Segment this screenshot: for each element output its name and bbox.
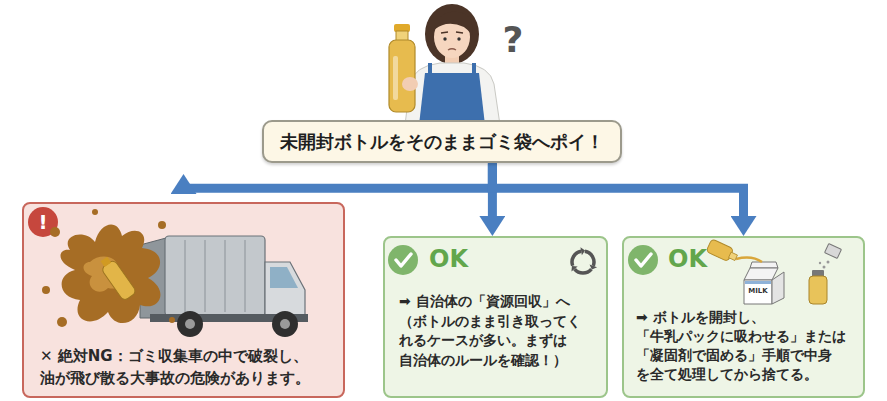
pouring-bottle	[706, 239, 734, 262]
garbage-truck	[270, 267, 298, 288]
recycle-icon	[569, 260, 591, 280]
oil-splash	[50, 227, 60, 237]
garbage-truck	[140, 238, 166, 318]
garbage-truck	[265, 262, 305, 318]
oil-splash	[42, 286, 50, 294]
milk-carton	[744, 280, 772, 304]
oil-bottle	[396, 31, 408, 42]
ok-box: OK ➡ 自治体の「資源回収」へ （ボトルのまま引き取ってく れるケースが多い。ま…	[383, 236, 608, 398]
oil-splash	[42, 209, 175, 327]
garbage-truck	[185, 319, 195, 329]
ok-text: ➡ ボトルを開封し、 「牛乳パックに吸わせる」または 「凝固剤で固める」手順で中…	[624, 308, 863, 390]
garbage-truck	[280, 319, 290, 329]
check-icon	[396, 254, 411, 266]
woman-figure	[405, 4, 500, 125]
oil-splash	[97, 254, 136, 301]
danger-box: ✕ 絶対NG：ゴミ収集車の中で破裂し、 油が飛び散る大事故の危険があります。	[22, 202, 345, 398]
woman-figure	[434, 16, 470, 58]
oil-bottle	[389, 40, 415, 112]
recycle-icon	[585, 251, 597, 269]
oil-bottle	[393, 56, 398, 100]
milk-carton	[745, 281, 771, 284]
garbage-truck	[177, 311, 203, 337]
woman-figure	[448, 49, 456, 50]
oil-splash	[101, 259, 137, 301]
coagulant	[823, 266, 826, 269]
flow-arrow	[492, 163, 743, 222]
oil-splash	[92, 209, 98, 215]
woman-figure	[443, 37, 446, 40]
coagulant	[819, 262, 821, 264]
milk-carton	[772, 272, 784, 304]
check-icon	[636, 254, 651, 266]
oil-splash	[101, 257, 112, 267]
check-icon	[628, 245, 658, 275]
garbage-truck	[150, 314, 308, 322]
oil-splash	[84, 256, 124, 291]
recycle-icon	[567, 246, 598, 280]
flow-arrow	[184, 163, 493, 188]
recycle-icon	[590, 264, 598, 269]
woman-figure	[405, 63, 500, 125]
woman-figure	[419, 73, 485, 125]
garbage-truck	[140, 236, 308, 337]
warning-icon	[28, 207, 58, 237]
coagulant	[825, 244, 842, 259]
recycle-icon	[585, 251, 594, 266]
warning-icon	[28, 207, 58, 237]
milk-carton	[750, 262, 778, 268]
coagulant	[827, 261, 830, 264]
oil-splash	[57, 317, 67, 327]
woman-figure	[428, 63, 432, 74]
start-box: 未開封ボトルをそのままゴミ袋へポイ！	[262, 120, 622, 163]
warning-mark: !	[33, 210, 53, 234]
woman-figure	[445, 54, 459, 67]
oil-bottle	[394, 24, 410, 32]
ok-box: OK ➡ ボトルを開封し、 「牛乳パックに吸わせる」または 「凝固剤で固める」手順…	[622, 236, 865, 398]
garbage-truck	[272, 311, 298, 337]
recycle-icon	[578, 246, 586, 255]
oil-bottle	[389, 24, 418, 112]
recycle-icon	[569, 264, 577, 273]
woman-figure	[425, 4, 479, 64]
garbage-truck	[185, 240, 245, 312]
ok-text: ➡ 自治体の「資源回収」へ （ボトルのまま引き取ってく れるケースが多い。まずは…	[385, 292, 606, 376]
woman-figure	[441, 32, 463, 33]
woman-figure	[433, 12, 472, 35]
recycle-icon	[568, 251, 585, 266]
garbage-truck	[165, 236, 265, 316]
ok-heading: OK	[668, 244, 863, 274]
coagulant	[812, 270, 824, 277]
ok-heading: OK	[429, 244, 606, 274]
oil-splash	[60, 225, 160, 324]
oil-splash	[158, 221, 166, 229]
pouring-bottle	[736, 258, 762, 262]
woman-figure	[472, 63, 476, 74]
flow-arrow	[488, 163, 497, 222]
check-icon	[388, 245, 658, 275]
oil-bottle	[402, 77, 418, 91]
pouring-bottle	[706, 239, 739, 264]
pouring-bottle	[706, 239, 762, 264]
question-mark: ?	[496, 18, 530, 61]
recycle-icon	[574, 262, 591, 277]
warning-text: ✕ 絶対NG：ゴミ収集車の中で破裂し、 油が飛び散る大事故の危険があります。	[24, 346, 343, 394]
carton-label: MILK	[744, 287, 772, 295]
check-icon	[388, 245, 418, 275]
oil-splash	[169, 317, 175, 323]
woman-figure	[407, 84, 412, 106]
recycle-icon	[567, 246, 589, 266]
coagulant	[809, 244, 841, 304]
milk-carton	[744, 268, 778, 280]
milk-carton	[744, 262, 784, 304]
coagulant	[809, 276, 827, 304]
pouring-bottle	[729, 252, 738, 260]
box-heading: 未開封ボトルをそのままゴミ袋へポイ！	[278, 129, 606, 154]
woman-figure	[457, 37, 460, 40]
